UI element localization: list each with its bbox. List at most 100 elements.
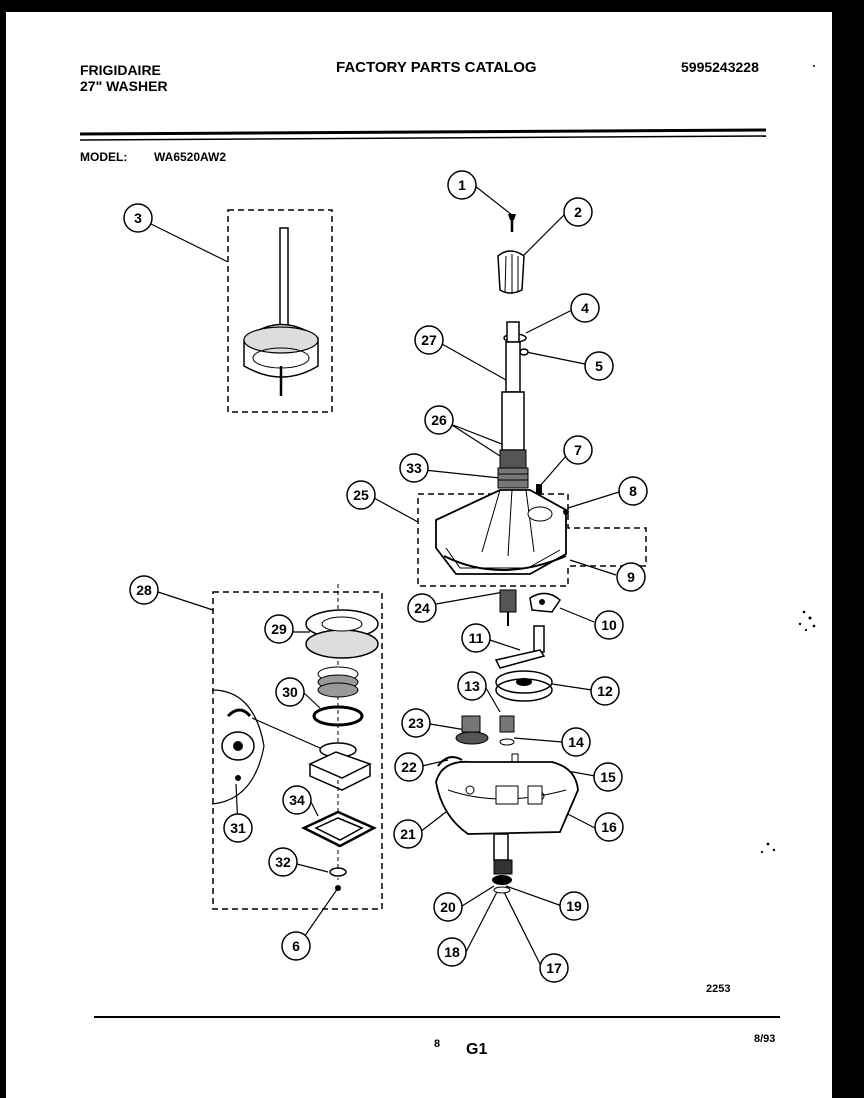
callout-20: 20 bbox=[433, 892, 463, 922]
svg-text:19: 19 bbox=[566, 898, 582, 914]
part-9-gasket bbox=[443, 555, 567, 571]
callout-32: 32 bbox=[268, 847, 298, 877]
svg-text:26: 26 bbox=[431, 412, 447, 428]
part-16-bushing bbox=[527, 785, 543, 805]
svg-text:5: 5 bbox=[595, 358, 603, 374]
callout-25: 25 bbox=[346, 480, 376, 510]
part-5-clip bbox=[519, 348, 529, 356]
part-27-agitator-shaft bbox=[501, 321, 525, 451]
svg-text:21: 21 bbox=[400, 826, 416, 842]
part-6-screw bbox=[335, 885, 341, 891]
svg-text:8: 8 bbox=[629, 483, 637, 499]
catalog-title: FACTORY PARTS CATALOG bbox=[336, 59, 537, 76]
callout-2: 2 bbox=[563, 197, 593, 227]
leader-lines bbox=[150, 185, 620, 969]
callout-31: 31 bbox=[223, 813, 253, 843]
svg-text:16: 16 bbox=[601, 819, 617, 835]
svg-text:28: 28 bbox=[136, 582, 152, 598]
svg-text:14: 14 bbox=[568, 734, 584, 750]
callout-16: 16 bbox=[594, 812, 624, 842]
svg-text:20: 20 bbox=[440, 899, 456, 915]
part-22-clip bbox=[437, 756, 463, 767]
svg-text:6: 6 bbox=[292, 938, 300, 954]
page-number: 8 bbox=[434, 1038, 441, 1050]
callout-28: 28 bbox=[129, 575, 159, 605]
callout-21: 21 bbox=[393, 819, 423, 849]
transmission-group-box bbox=[227, 209, 333, 413]
part-1-screw bbox=[508, 214, 516, 232]
callout-17: 17 bbox=[539, 953, 569, 983]
header-rule bbox=[79, 128, 767, 141]
callout-18: 18 bbox=[437, 937, 467, 967]
part-26-bearing bbox=[499, 449, 527, 469]
svg-text:23: 23 bbox=[408, 715, 424, 731]
part-10-crank bbox=[529, 592, 561, 613]
part-11-connecting-rod bbox=[494, 625, 546, 669]
svg-text:29: 29 bbox=[271, 621, 287, 637]
callout-12: 12 bbox=[590, 676, 620, 706]
callout-15: 15 bbox=[593, 762, 623, 792]
svg-text:12: 12 bbox=[597, 683, 613, 699]
callout-30: 30 bbox=[275, 677, 305, 707]
callout-9: 9 bbox=[616, 562, 646, 592]
callout-8: 8 bbox=[618, 476, 648, 506]
section-code: G1 bbox=[466, 1041, 488, 1058]
svg-text:7: 7 bbox=[574, 442, 582, 458]
svg-text:30: 30 bbox=[282, 684, 298, 700]
part-33-seal bbox=[497, 467, 529, 489]
svg-text:18: 18 bbox=[444, 944, 460, 960]
part-29-seal bbox=[305, 609, 379, 659]
callout-11: 11 bbox=[461, 623, 491, 653]
svg-text:3: 3 bbox=[134, 210, 142, 226]
callout-33: 33 bbox=[399, 453, 429, 483]
part-17-washer bbox=[493, 886, 511, 894]
part-bearing-holder bbox=[308, 742, 372, 791]
housing-cover-group-box bbox=[417, 493, 647, 587]
catalog-number: 5995243228 bbox=[681, 59, 759, 75]
callout-24: 24 bbox=[407, 593, 437, 623]
part-13-gear bbox=[499, 715, 515, 733]
part-20-shaft bbox=[493, 833, 509, 861]
svg-text:32: 32 bbox=[275, 854, 291, 870]
callout-27: 27 bbox=[414, 325, 444, 355]
part-23-idler-gear bbox=[455, 715, 489, 745]
svg-text:34: 34 bbox=[289, 792, 305, 808]
svg-text:13: 13 bbox=[464, 678, 480, 694]
svg-text:4: 4 bbox=[581, 300, 589, 316]
part-32-washer bbox=[329, 867, 347, 877]
part-24-pinion bbox=[499, 589, 517, 626]
part-25-housing-cover bbox=[435, 489, 567, 575]
part-3-transmission-assembly bbox=[243, 227, 319, 396]
part-2-cam bbox=[497, 250, 525, 294]
product-name: 27" WASHER bbox=[80, 78, 168, 94]
part-12-gear bbox=[495, 670, 553, 702]
svg-text:17: 17 bbox=[546, 960, 562, 976]
callout-14: 14 bbox=[561, 727, 591, 757]
svg-text:15: 15 bbox=[600, 769, 616, 785]
svg-text:9: 9 bbox=[627, 569, 635, 585]
callout-10: 10 bbox=[594, 610, 624, 640]
callout-29: 29 bbox=[264, 614, 294, 644]
callout-3: 3 bbox=[123, 203, 153, 233]
callout-22: 22 bbox=[394, 752, 424, 782]
date-code: 8/93 bbox=[754, 1033, 776, 1045]
svg-text:25: 25 bbox=[353, 487, 369, 503]
scan-speckle bbox=[760, 65, 816, 854]
callout-19: 19 bbox=[559, 891, 589, 921]
part-21-gear-case bbox=[435, 760, 579, 835]
svg-text:2: 2 bbox=[574, 204, 582, 220]
catalog-page: FRIGIDAIRE 27" WASHER FACTORY PARTS CATA… bbox=[6, 12, 832, 1098]
svg-text:10: 10 bbox=[601, 617, 617, 633]
callout-7: 7 bbox=[563, 435, 593, 465]
callout-1: 1 bbox=[447, 170, 477, 200]
brand-name: FRIGIDAIRE bbox=[80, 62, 161, 78]
part-7-screw bbox=[536, 484, 542, 494]
part-18-bearing bbox=[492, 875, 512, 885]
model-label: MODEL: bbox=[80, 150, 128, 164]
svg-text:24: 24 bbox=[414, 600, 430, 616]
parts-diagram: 1 2 3 4 5 27 26 33 7 8 25 9 28 24 10 29 … bbox=[79, 65, 816, 1018]
callout-13: 13 bbox=[457, 671, 487, 701]
callout-34: 34 bbox=[282, 785, 312, 815]
svg-text:31: 31 bbox=[230, 820, 246, 836]
figure-number: 2253 bbox=[706, 983, 731, 995]
